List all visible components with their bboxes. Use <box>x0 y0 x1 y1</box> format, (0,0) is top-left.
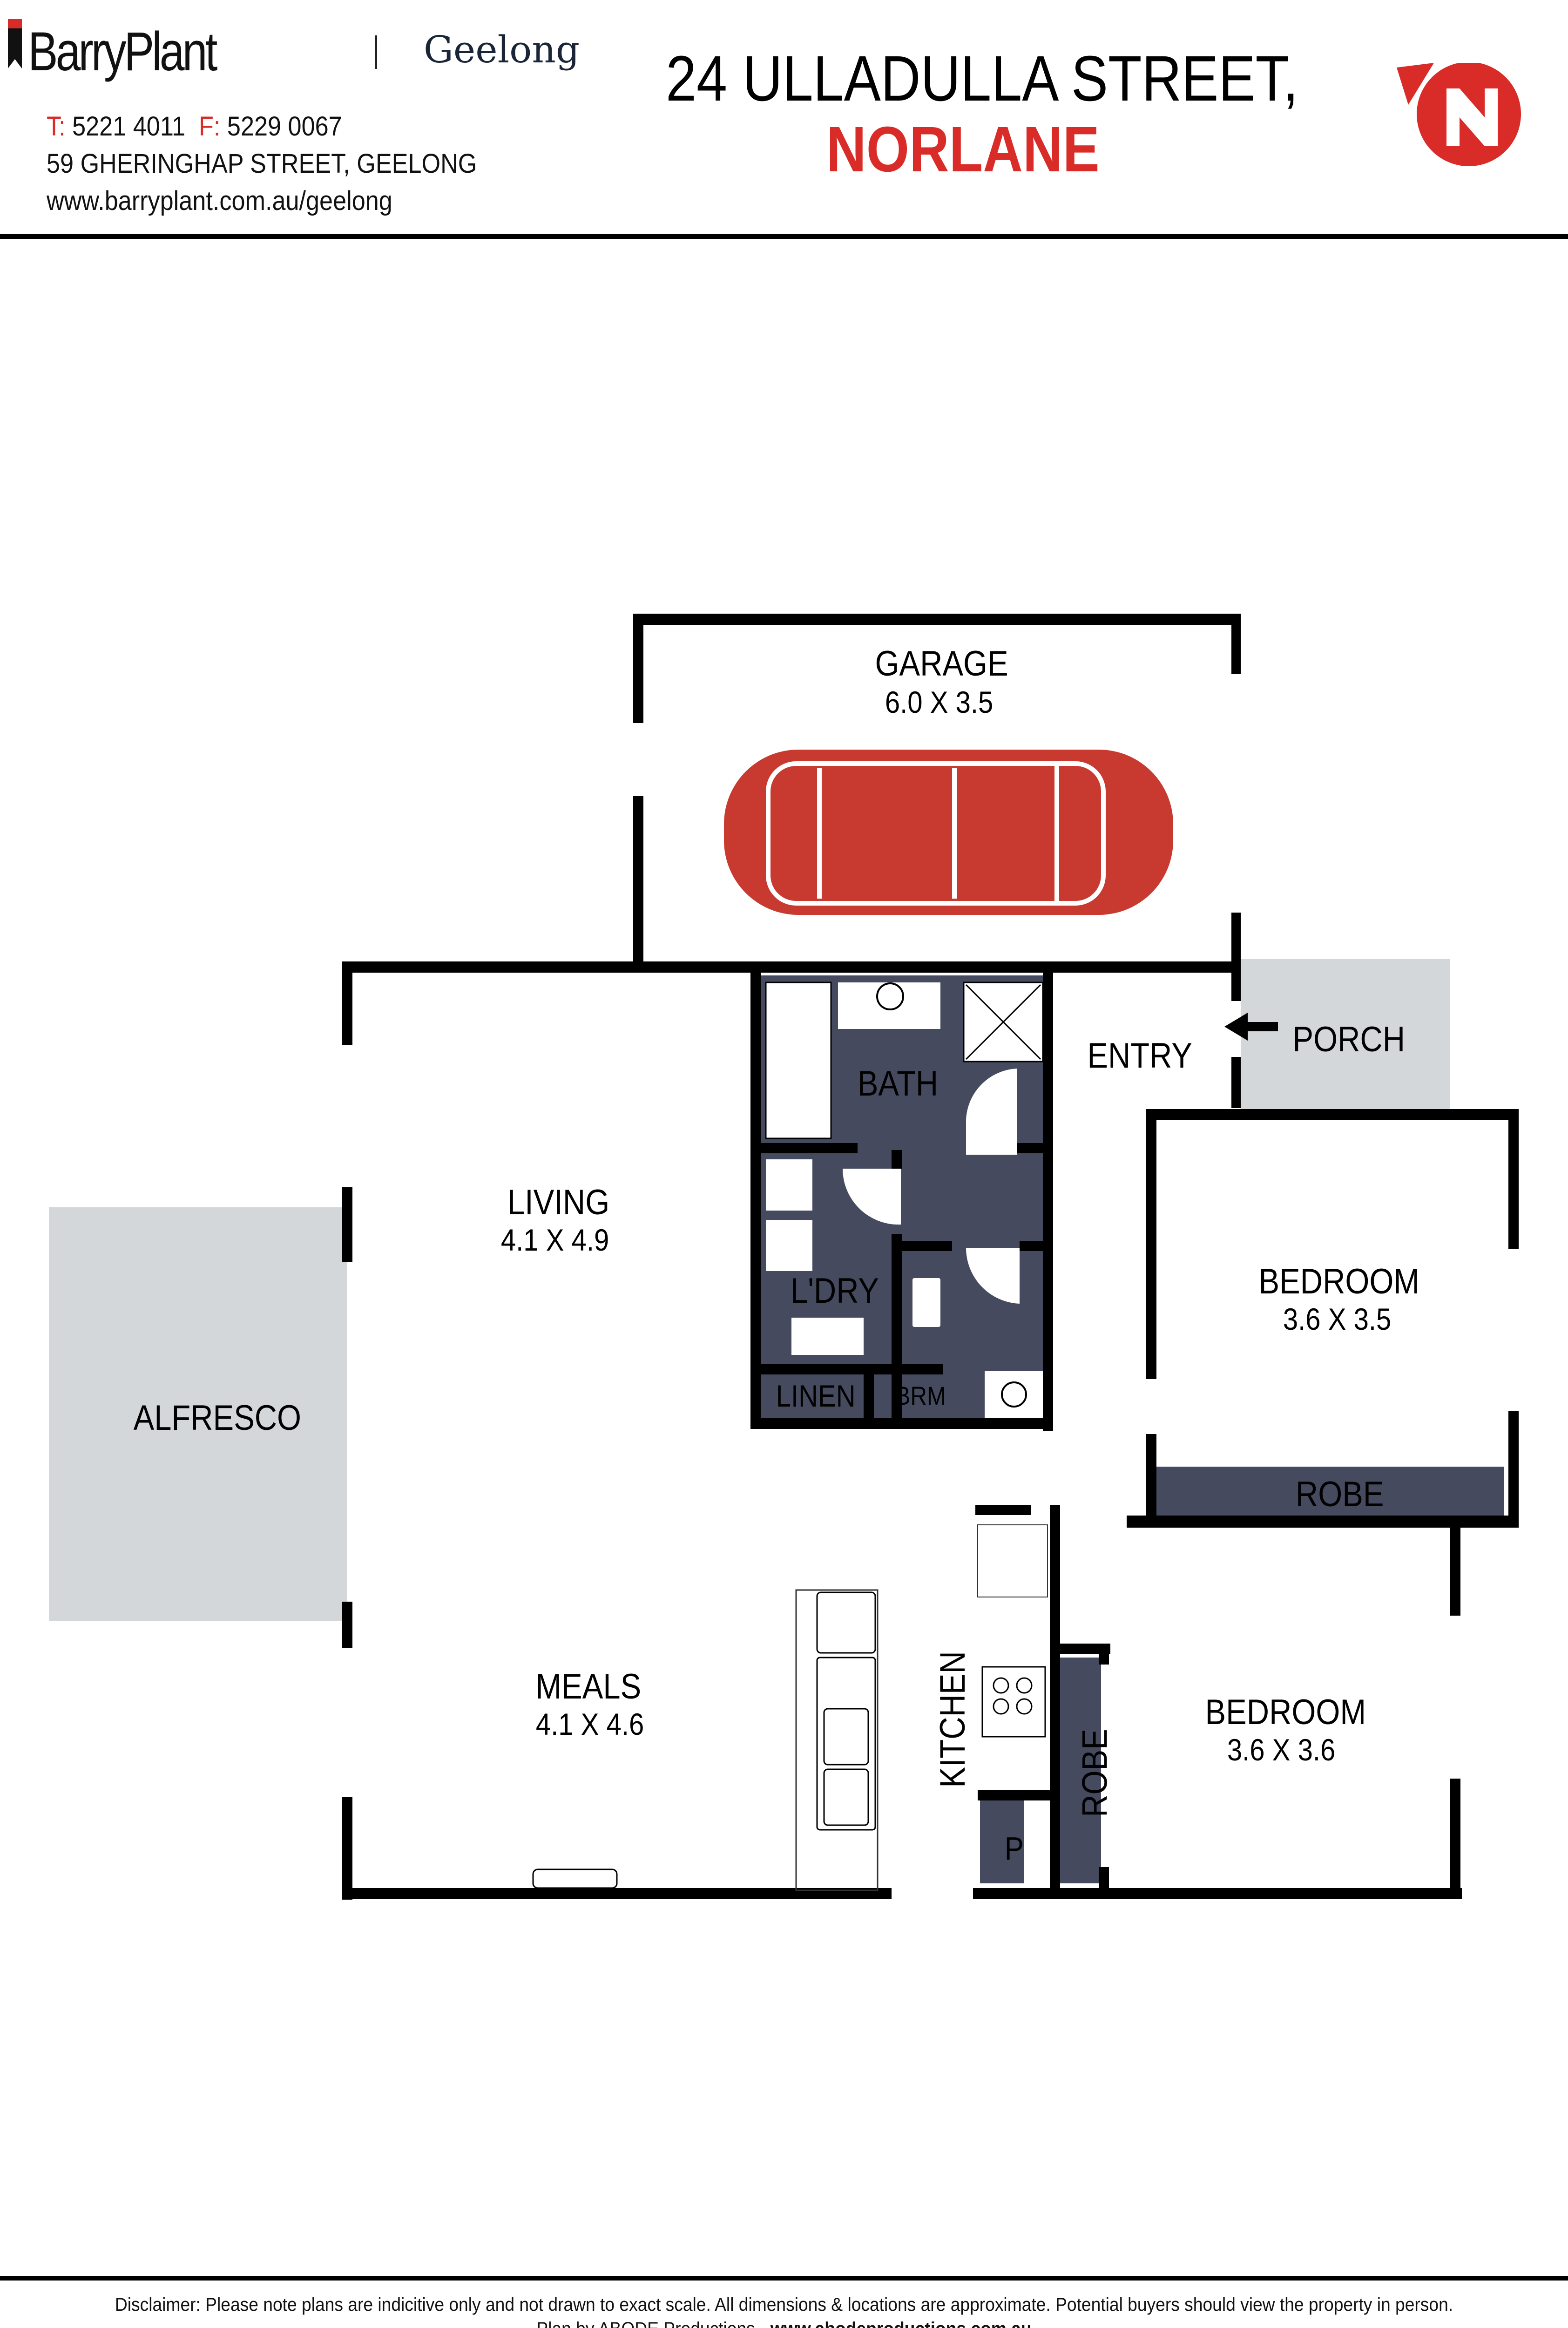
credit-prefix: Plan by ABODE Productions - <box>536 2319 770 2328</box>
credit-link[interactable]: www.abodeproductions.com.au <box>770 2319 1032 2328</box>
contact-phone-line: T: 5221 4011 F: 5229 0067 <box>47 113 342 140</box>
laundry-label: L'DRY <box>790 1271 879 1311</box>
fax-label: F: <box>199 111 221 142</box>
living-label: LIVING <box>507 1183 610 1222</box>
entry-label: ENTRY <box>1087 1036 1192 1076</box>
walls <box>342 614 1519 1900</box>
office-website-link[interactable]: www.barryplant.com.au/geelong <box>47 186 392 216</box>
phone-label: T: <box>47 111 66 142</box>
robe2-fill <box>1054 1658 1101 1883</box>
robe1-fill <box>1152 1467 1504 1518</box>
office-name: Geelong <box>424 28 580 71</box>
alfresco-area <box>49 1207 347 1621</box>
footer-rule <box>0 2276 1568 2281</box>
meals-label: MEALS <box>535 1667 642 1706</box>
plan-credit: Plan by ABODE Productions - www.abodepro… <box>55 2319 1513 2328</box>
robe2-label: ROBE <box>1075 1729 1115 1817</box>
office-address: 59 GHERINGHAP STREET, GEELONG <box>47 149 477 179</box>
pantry-fill <box>980 1797 1024 1883</box>
barry-plant-flag-icon <box>8 19 22 68</box>
robe1-label: ROBE <box>1295 1475 1384 1514</box>
meals-dims: 4.1 X 4.6 <box>535 1707 644 1741</box>
bath-label: BATH <box>857 1064 939 1103</box>
linen-label: LINEN <box>776 1379 856 1413</box>
pantry-label: P <box>1004 1830 1024 1867</box>
fax-number: 5229 0067 <box>227 111 342 142</box>
brand-name: BarryPlant <box>28 21 217 82</box>
bedroom1-label: BEDROOM <box>1258 1262 1420 1301</box>
phone-number: 5221 4011 <box>72 111 186 142</box>
living-dims: 4.1 X 4.9 <box>500 1223 609 1257</box>
header-rule <box>0 234 1568 239</box>
bedroom2-label: BEDROOM <box>1205 1692 1366 1732</box>
property-street: 24 ULLADULLA STREET, <box>666 43 1298 115</box>
garage-dims: 6.0 X 3.5 <box>885 685 994 719</box>
north-compass-icon <box>1397 63 1521 166</box>
disclaimer: Disclaimer: Please note plans are indici… <box>115 2294 1453 2315</box>
kitchen-label: KITCHEN <box>933 1651 973 1788</box>
bedroom1-dims: 3.6 X 3.5 <box>1283 1302 1392 1336</box>
garage-label: GARAGE <box>875 644 1008 684</box>
porch-area <box>1241 959 1450 1113</box>
porch-label: PORCH <box>1292 1020 1406 1059</box>
entry-arrow-icon <box>1224 1013 1278 1041</box>
brm-label: BRM <box>895 1381 946 1410</box>
car-icon <box>724 750 1173 915</box>
property-suburb: NORLANE <box>826 114 1100 185</box>
brand-divider <box>375 35 377 69</box>
bedroom2-dims: 3.6 X 3.6 <box>1227 1732 1336 1767</box>
alfresco-label: ALFRESCO <box>133 1398 302 1438</box>
